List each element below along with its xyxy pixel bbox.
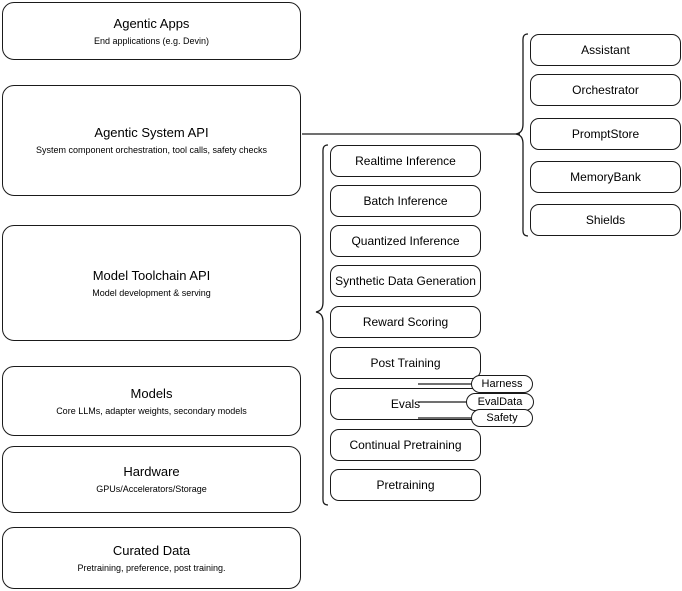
node-label: Quantized Inference [351, 233, 460, 248]
tag-safety[interactable]: Safety [471, 409, 533, 427]
node-pretraining[interactable]: Pretraining [330, 469, 481, 501]
node-orchestrator[interactable]: Orchestrator [530, 74, 681, 106]
node-label: Reward Scoring [362, 314, 449, 329]
brace-system-components [515, 33, 529, 237]
node-label: Batch Inference [363, 193, 448, 208]
layer-title: Agentic System API [94, 125, 209, 140]
layer-agentic-apps[interactable]: Agentic Apps End applications (e.g. Devi… [2, 2, 301, 60]
node-synthetic-data-generation[interactable]: Synthetic Data Generation [330, 265, 481, 297]
node-label: Orchestrator [572, 82, 639, 97]
tag-harness[interactable]: Harness [471, 375, 533, 393]
node-label: Assistant [581, 42, 630, 57]
node-label: Evals [390, 396, 421, 411]
layer-hardware[interactable]: Hardware GPUs/Accelerators/Storage [2, 446, 301, 513]
layer-subtitle: Core LLMs, adapter weights, secondary mo… [56, 405, 247, 416]
node-label: Shields [585, 212, 626, 227]
layer-title: Model Toolchain API [92, 267, 211, 283]
layer-title: Models [130, 385, 173, 401]
node-label: Realtime Inference [355, 153, 456, 168]
tag-label: EvalData [477, 396, 523, 408]
node-label: Synthetic Data Generation [335, 273, 476, 288]
node-promptstore[interactable]: PromptStore [530, 118, 681, 150]
node-post-training[interactable]: Post Training [330, 347, 481, 379]
tag-label: Harness [481, 378, 523, 390]
node-label: Pretraining [376, 477, 435, 492]
layer-title: Agentic Apps [113, 15, 190, 31]
layer-subtitle: Pretraining, preference, post training. [77, 562, 226, 573]
brace-toolchain-components [315, 144, 329, 506]
node-label: PromptStore [571, 126, 640, 141]
layer-title: Curated Data [112, 542, 191, 558]
layer-subtitle: GPUs/Accelerators/Storage [96, 484, 207, 494]
node-assistant[interactable]: Assistant [530, 34, 681, 66]
layer-model-toolchain-api[interactable]: Model Toolchain API Model development & … [2, 225, 301, 341]
layer-curated-data[interactable]: Curated Data Pretraining, preference, po… [2, 527, 301, 589]
node-reward-scoring[interactable]: Reward Scoring [330, 306, 481, 338]
layer-models[interactable]: Models Core LLMs, adapter weights, secon… [2, 366, 301, 436]
node-label: Post Training [370, 355, 441, 370]
node-evals[interactable]: Evals [330, 388, 481, 420]
layer-title: Hardware [123, 464, 180, 479]
node-shields[interactable]: Shields [530, 204, 681, 236]
layer-subtitle: End applications (e.g. Devin) [93, 35, 210, 46]
tag-label: Safety [486, 412, 518, 424]
layer-agentic-system-api[interactable]: Agentic System API System component orch… [2, 85, 301, 196]
node-continual-pretraining[interactable]: Continual Pretraining [330, 429, 481, 461]
node-label: Continual Pretraining [349, 437, 462, 452]
node-label: MemoryBank [570, 169, 641, 184]
node-realtime-inference[interactable]: Realtime Inference [330, 145, 481, 177]
node-memorybank[interactable]: MemoryBank [530, 161, 681, 193]
node-quantized-inference[interactable]: Quantized Inference [330, 225, 481, 257]
layer-subtitle: Model development & serving [92, 287, 211, 298]
node-batch-inference[interactable]: Batch Inference [330, 185, 481, 217]
layer-subtitle: System component orchestration, tool cal… [35, 145, 268, 155]
